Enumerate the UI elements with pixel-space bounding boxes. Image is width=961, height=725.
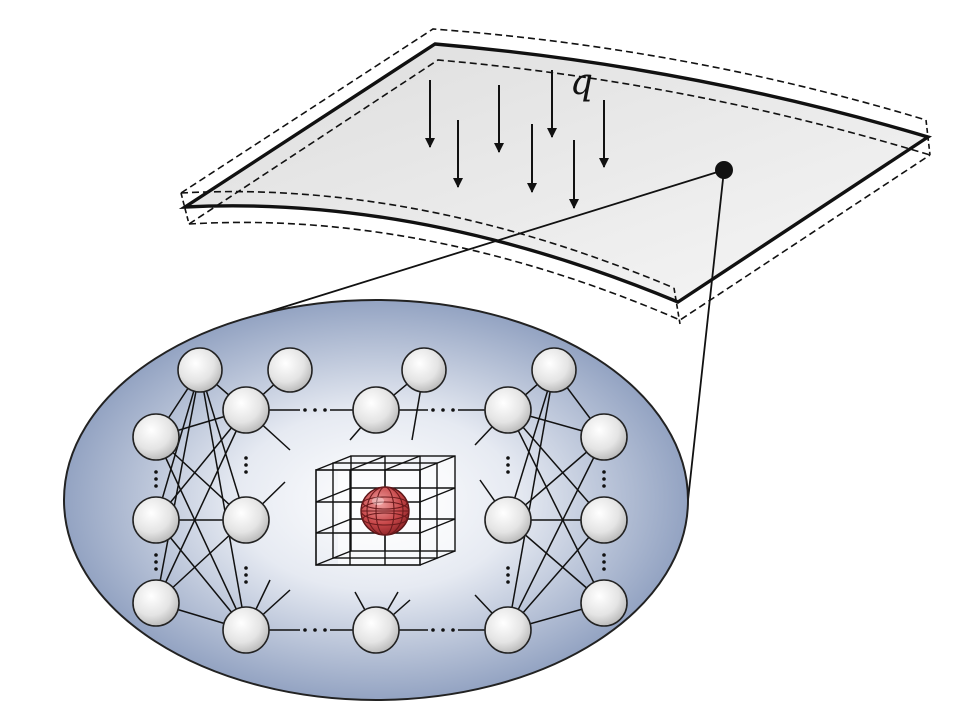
node [580,496,628,544]
node [352,386,400,434]
node [132,579,180,627]
node [484,496,532,544]
load-label: q [570,62,593,103]
distributed-load [425,70,609,209]
node [222,496,270,544]
node [401,347,447,393]
node [267,347,313,393]
zoom-lines [254,161,733,501]
plate-icon [178,28,932,325]
node [484,386,532,434]
node [580,579,628,627]
node [484,606,532,654]
network-nodes [132,347,628,654]
node [222,606,270,654]
node [177,347,223,393]
node [352,606,400,654]
material-point [715,161,733,179]
ellipsis-dots [154,408,606,632]
node [132,413,180,461]
node [531,347,577,393]
node [132,496,180,544]
node [222,386,270,434]
node [580,413,628,461]
particle-icon [360,486,410,536]
